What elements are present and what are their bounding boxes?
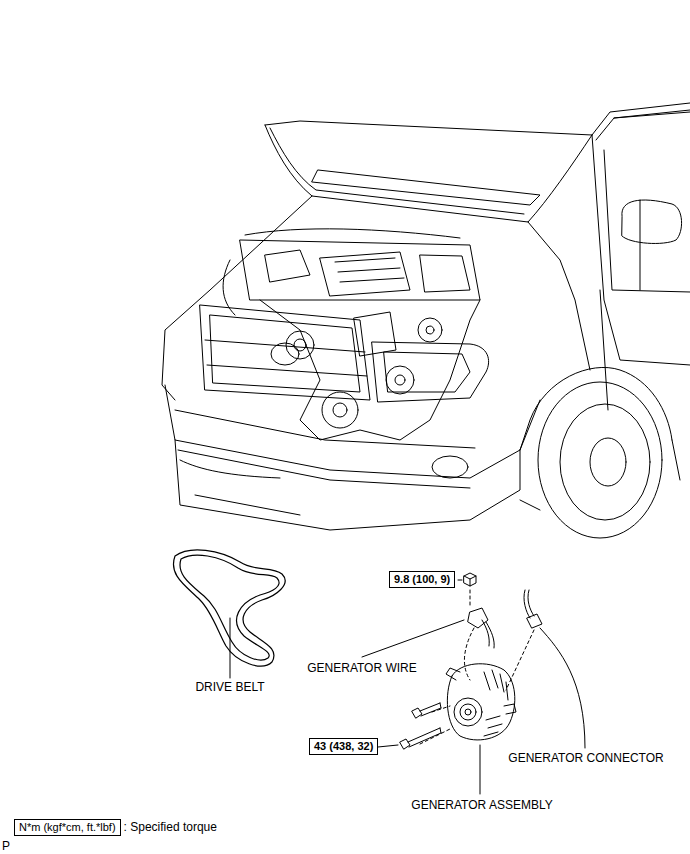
drive-belt-drawing <box>173 550 285 666</box>
part-name: GENERATOR WIRE <box>307 662 417 676</box>
torque-box: 43 (438, 32) <box>309 738 378 755</box>
part-name: GENERATOR CONNECTOR <box>508 752 663 766</box>
page-code: P <box>2 840 10 854</box>
legend-text: : Specified torque <box>124 821 217 835</box>
generator-drawing <box>446 664 516 740</box>
assembly-lines <box>420 590 534 744</box>
connector-drawing <box>524 590 542 628</box>
truck-drawing <box>162 103 690 538</box>
box-text: N*m (kgf*cm, ft.*lbf) <box>19 821 116 833</box>
part-name: GENERATOR ASSEMBLY <box>411 799 552 813</box>
box-text: 43 (438, 32) <box>314 740 373 752</box>
box-text: 9.8 (100, 9) <box>394 573 450 585</box>
wire-terminal-drawing <box>468 608 494 648</box>
torque-box: 9.8 (100, 9) <box>389 571 455 588</box>
part-name: DRIVE BELT <box>195 681 264 695</box>
bolt-drawing <box>400 703 441 749</box>
nut-drawing <box>464 573 476 586</box>
legend-box: N*m (kgf*cm, ft.*lbf) <box>14 819 121 836</box>
